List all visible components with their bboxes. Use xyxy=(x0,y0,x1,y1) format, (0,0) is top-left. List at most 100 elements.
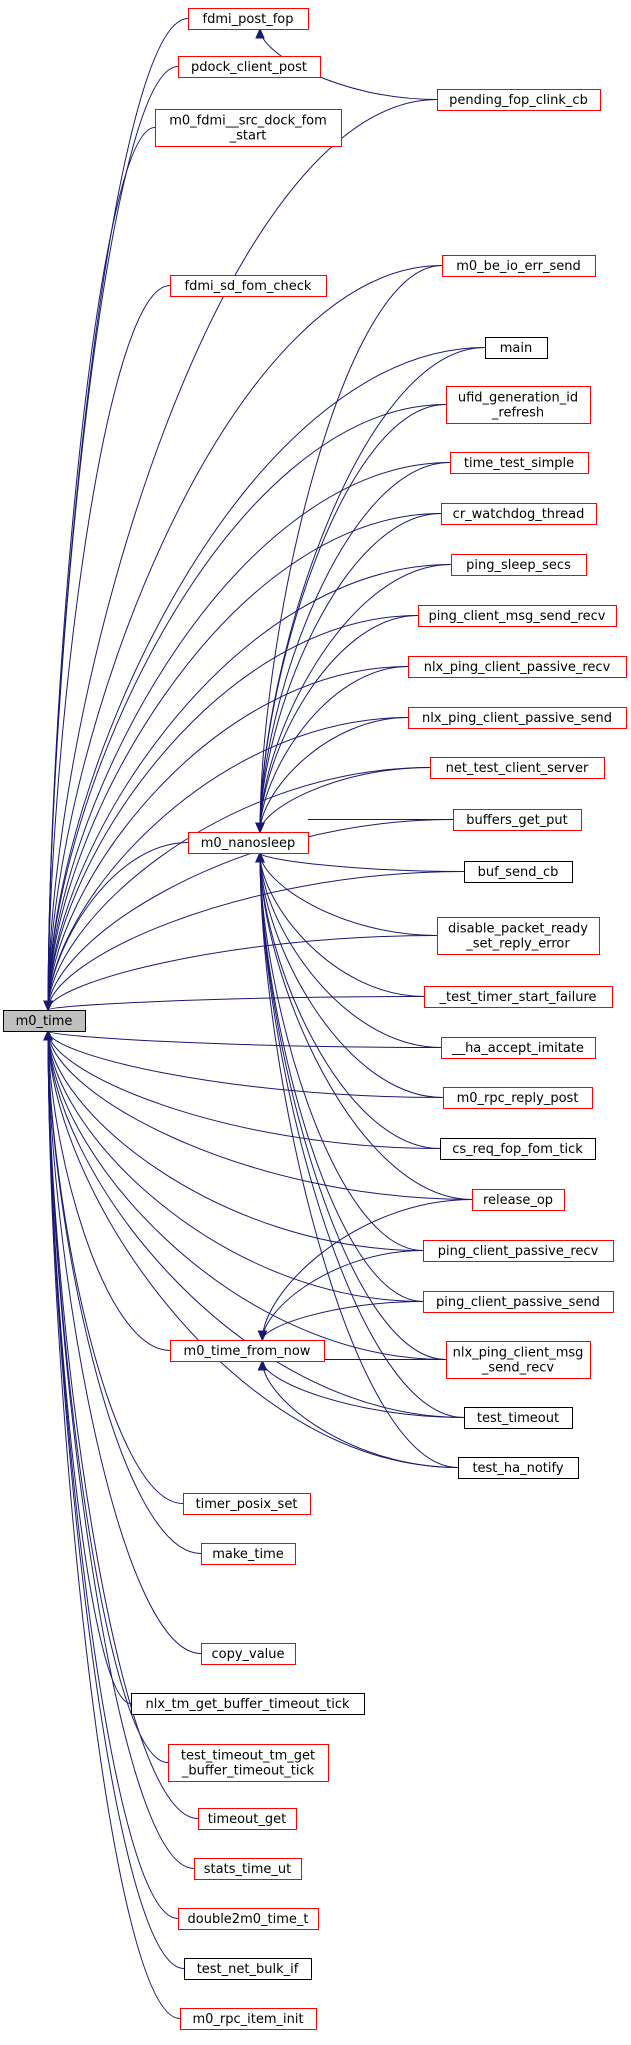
node-box-ping-sleep-secs[interactable] xyxy=(451,554,587,576)
node-test-timeout[interactable]: test_timeout xyxy=(464,1407,573,1429)
edge-ufid-generation-id-refresh-to-m0-time xyxy=(47,404,447,1011)
node-time-test-simple[interactable]: time_test_simple xyxy=(450,452,589,474)
node-ping-sleep-secs[interactable]: ping_sleep_secs xyxy=(451,554,587,576)
node-cr-watchdog-thread[interactable]: cr_watchdog_thread xyxy=(441,503,597,525)
node-box-buffers-get-put[interactable] xyxy=(453,809,582,831)
node-box-double2m0-time-t[interactable] xyxy=(178,1908,319,1930)
node-ping-client-msg-send-recv[interactable]: ping_client_msg_send_recv xyxy=(418,605,617,627)
node-box-test-timeout[interactable] xyxy=(464,1407,573,1429)
node-double2m0-time-t[interactable]: double2m0_time_t xyxy=(178,1908,319,1930)
node-copy-value[interactable]: copy_value xyxy=(201,1643,296,1665)
node-m0-rpc-item-init[interactable]: m0_rpc_item_init xyxy=(180,2008,317,2030)
node-box-nlx-ping-client-passive-send[interactable] xyxy=(408,707,627,729)
node-box-m0-nanosleep[interactable] xyxy=(188,832,309,854)
node-box-timer-posix-set[interactable] xyxy=(183,1493,311,1515)
node-box-time-test-simple[interactable] xyxy=(450,452,589,474)
edge-nlx-ping-client-passive-recv-to-m0-time xyxy=(47,666,409,1011)
node-box-nlx-ping-client-msg-send-recv[interactable] xyxy=(446,1341,591,1379)
node-box-m0-time-from-now[interactable] xyxy=(170,1340,325,1362)
node-box-pdock-client-post[interactable] xyxy=(178,56,321,78)
edge-stats-time-ut-to-m0-time xyxy=(47,1030,195,1869)
node-box-release-op[interactable] xyxy=(472,1189,565,1211)
node-m0-fdmi-src-dock-fom-start[interactable]: m0_fdmi__src_dock_fom_start xyxy=(155,109,342,147)
node-box-m0-be-io-err-send[interactable] xyxy=(442,255,596,277)
node-m0-be-io-err-send[interactable]: m0_be_io_err_send xyxy=(442,255,596,277)
edge-nlx-ping-client-passive-send-to-m0-time xyxy=(47,717,409,1011)
node-box-ping-client-passive-send[interactable] xyxy=(423,1291,614,1313)
node-box-nlx-tm-get-buffer-timeout-tick[interactable] xyxy=(131,1693,365,1715)
node-box-main[interactable] xyxy=(485,337,548,359)
node-box-pending-fop-clink-cb[interactable] xyxy=(437,89,601,111)
node-nlx-ping-client-passive-recv[interactable]: nlx_ping_client_passive_recv xyxy=(408,656,627,678)
node-box-cr-watchdog-thread[interactable] xyxy=(441,503,597,525)
edge-release-op-to-m0-time xyxy=(47,1030,473,1200)
node-buffers-get-put[interactable]: buffers_get_put xyxy=(453,809,582,831)
node-box-nlx-ping-client-passive-recv[interactable] xyxy=(408,656,627,678)
node-box-test-ha-notify[interactable] xyxy=(458,1457,579,1479)
node-box-ufid-generation-id-refresh[interactable] xyxy=(446,386,591,424)
node-nlx-tm-get-buffer-timeout-tick[interactable]: nlx_tm_get_buffer_timeout_tick xyxy=(131,1693,365,1715)
edge-ufid-generation-id-refresh-to-m0-nanosleep xyxy=(259,404,447,833)
arrowhead-ping-client-passive-send-to-m0-time-from-now xyxy=(257,1330,268,1342)
node-buf-send-cb[interactable]: buf_send_cb xyxy=(464,861,573,883)
node-box-m0-rpc-item-init[interactable] xyxy=(180,2008,317,2030)
node-pdock-client-post[interactable]: pdock_client_post xyxy=(178,56,321,78)
node-ha-accept-imitate[interactable]: __ha_accept_imitate xyxy=(441,1037,596,1059)
node-box-make-time[interactable] xyxy=(201,1543,296,1565)
node-pending-fop-clink-cb[interactable]: pending_fop_clink_cb xyxy=(437,89,601,111)
edge-main-to-m0-time xyxy=(47,347,486,1011)
node-box-buf-send-cb[interactable] xyxy=(464,861,573,883)
node-cs-req-fop-fom-tick[interactable]: cs_req_fop_fom_tick xyxy=(440,1138,596,1160)
node-nlx-ping-client-passive-send[interactable]: nlx_ping_client_passive_send xyxy=(408,707,627,729)
node-box-ha-accept-imitate[interactable] xyxy=(441,1037,596,1059)
edge-cr-watchdog-thread-to-m0-time xyxy=(47,513,442,1011)
node-m0-nanosleep[interactable]: m0_nanosleep xyxy=(188,832,309,854)
node-box-m0-fdmi-src-dock-fom-start[interactable] xyxy=(155,109,342,147)
edge-ping-client-passive-send-to-m0-time xyxy=(47,1030,424,1302)
node-disable-packet-ready-set-reply-error[interactable]: disable_packet_ready_set_reply_error xyxy=(437,917,600,955)
node-release-op[interactable]: release_op xyxy=(472,1189,565,1211)
node-box-net-test-client-server[interactable] xyxy=(430,757,605,779)
node-box-stats-time-ut[interactable] xyxy=(194,1858,302,1880)
node-box-m0-rpc-reply-post[interactable] xyxy=(443,1087,593,1109)
node-fdmi-post-fop[interactable]: fdmi_post_fop xyxy=(188,8,309,30)
node-box-test-timer-start-failure[interactable] xyxy=(424,986,613,1008)
node-label-ping-client-passive-send: ping_client_passive_send xyxy=(436,1295,600,1310)
node-nlx-ping-client-msg-send-recv[interactable]: nlx_ping_client_msg_send_recv xyxy=(446,1341,591,1379)
edge-copy-value-to-m0-time xyxy=(47,1030,202,1654)
node-box-cs-req-fop-fom-tick[interactable] xyxy=(440,1138,596,1160)
node-test-ha-notify[interactable]: test_ha_notify xyxy=(458,1457,579,1479)
node-make-time[interactable]: make_time xyxy=(201,1543,296,1565)
node-timeout-get[interactable]: timeout_get xyxy=(198,1808,297,1830)
node-label-nlx-ping-client-msg-send-recv-line-1: nlx_ping_client_msg xyxy=(453,1346,584,1361)
node-box-test-timeout-tm-get-buffer-timeout-tick[interactable] xyxy=(168,1744,329,1782)
node-test-timeout-tm-get-buffer-timeout-tick[interactable]: test_timeout_tm_get_buffer_timeout_tick xyxy=(168,1744,329,1782)
node-ping-client-passive-recv[interactable]: ping_client_passive_recv xyxy=(423,1240,614,1262)
node-test-timer-start-failure[interactable]: _test_timer_start_failure xyxy=(424,986,613,1008)
node-m0-rpc-reply-post[interactable]: m0_rpc_reply_post xyxy=(443,1087,593,1109)
arrowhead-pending-fop-clink-cb-to-fdmi-post-fop xyxy=(255,27,265,39)
node-stats-time-ut[interactable]: stats_time_ut xyxy=(194,1858,302,1880)
node-net-test-client-server[interactable]: net_test_client_server xyxy=(430,757,605,779)
node-box-fdmi-post-fop[interactable] xyxy=(188,8,309,30)
node-ufid-generation-id-refresh[interactable]: ufid_generation_id_refresh xyxy=(446,386,591,424)
node-fdmi-sd-fom-check[interactable]: fdmi_sd_fom_check xyxy=(170,275,327,297)
node-box-ping-client-msg-send-recv[interactable] xyxy=(418,605,617,627)
arrowhead-net-test-client-server-to-m0-nanosleep xyxy=(255,822,265,834)
node-label-m0-be-io-err-send: m0_be_io_err_send xyxy=(456,259,580,274)
node-timer-posix-set[interactable]: timer_posix_set xyxy=(183,1493,311,1515)
node-box-fdmi-sd-fom-check[interactable] xyxy=(170,275,327,297)
node-main[interactable]: main xyxy=(485,337,548,359)
node-box-copy-value[interactable] xyxy=(201,1643,296,1665)
node-box-test-net-bulk-if[interactable] xyxy=(184,1958,312,1980)
node-m0-time-from-now[interactable]: m0_time_from_now xyxy=(170,1340,325,1362)
edge-timeout-get-to-m0-time xyxy=(47,1030,199,1819)
node-box-ping-client-passive-recv[interactable] xyxy=(423,1240,614,1262)
edge-m0-fdmi-src-dock-fom-start-to-m0-time xyxy=(47,127,156,1011)
edge-buffers-get-put-to-m0-time xyxy=(47,819,454,1011)
edge-test-timer-start-failure-to-m0-time xyxy=(47,996,425,1011)
node-box-timeout-get[interactable] xyxy=(198,1808,297,1830)
node-box-disable-packet-ready-set-reply-error[interactable] xyxy=(437,917,600,955)
node-ping-client-passive-send[interactable]: ping_client_passive_send xyxy=(423,1291,614,1313)
node-test-net-bulk-if[interactable]: test_net_bulk_if xyxy=(184,1958,312,1980)
